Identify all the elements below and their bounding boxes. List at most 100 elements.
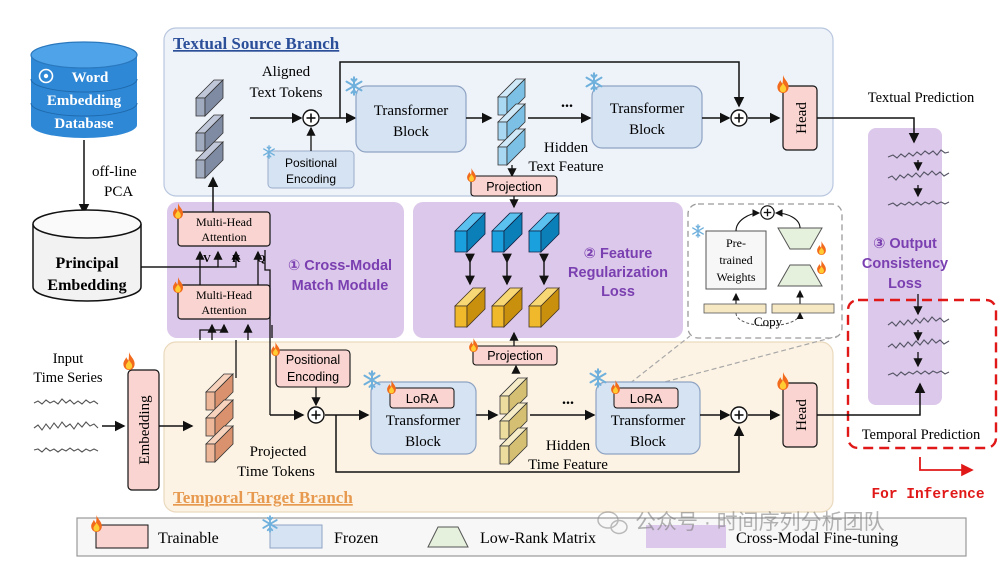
pca-label-1: off-line <box>92 164 137 180</box>
legend-frozen-label: Frozen <box>334 530 378 547</box>
textual-prediction-curves <box>887 149 950 207</box>
openai-icon <box>38 68 54 84</box>
textual-branch-title: Textual Source Branch <box>173 34 340 53</box>
aligned-tokens-line-2: Text Tokens <box>249 85 322 101</box>
regularization-double-arrows <box>465 253 549 286</box>
pretrained-line-1: Pre- <box>726 236 746 250</box>
temporal-prediction-label: Temporal Prediction <box>862 427 981 443</box>
hidden-time-line-2: Time Feature <box>528 457 608 473</box>
word-embedding-database <box>30 41 138 138</box>
database-line-2: Embedding <box>47 93 122 109</box>
pretrained-line-3: Weights <box>716 270 755 284</box>
regularization-yellow-features <box>454 287 560 328</box>
text-transformer-block-2 <box>591 85 703 149</box>
cross-modal-label-1: ① Cross-Modal <box>288 258 392 274</box>
time-tb1-line-1: Transformer <box>386 413 460 429</box>
legend-cross-modal-label: Cross-Modal Fine-tuning <box>736 530 898 547</box>
legend-trainable-swatch <box>95 524 149 549</box>
lora-badge-2 <box>613 387 679 409</box>
embedding-flame-icon <box>123 352 135 370</box>
embedding-label: Embedding <box>137 395 153 465</box>
time-pos-enc-line-2: Encoding <box>287 370 339 384</box>
for-inference-label: For Inference <box>871 487 984 503</box>
projection-top-label: Projection <box>486 180 542 194</box>
low-rank-down-trapezoid <box>777 264 823 287</box>
text-transformer-block-1 <box>355 85 467 153</box>
mha-top-block <box>177 211 271 247</box>
projected-time-tokens <box>205 373 234 463</box>
temporal-prediction-curves <box>887 316 950 377</box>
principal-line-2: Embedding <box>47 277 126 294</box>
text-add-1-icon <box>302 109 320 127</box>
pretrained-weights-box <box>705 230 767 290</box>
lora-2-label: LoRA <box>630 391 663 406</box>
embedding-block <box>127 369 160 491</box>
text-tb2-line-1: Transformer <box>610 101 684 117</box>
database-line-1: Word <box>72 70 109 86</box>
aligned-tokens-line-1: Aligned <box>262 64 311 80</box>
hidden-text-line-1: Hidden <box>544 140 589 156</box>
time-head-label: Head <box>794 399 810 431</box>
k-label: K <box>232 253 241 265</box>
pretrained-line-2: trained <box>719 253 752 267</box>
feature-reg-label-1: ② Feature <box>584 246 653 262</box>
output-consistency-line-1: ③ Output <box>873 236 937 252</box>
text-tb1-line-1: Transformer <box>374 103 448 119</box>
time-pos-enc-line-1: Positional <box>286 353 340 367</box>
legend-low-rank-label: Low-Rank Matrix <box>480 530 596 547</box>
copy-label: Copy <box>754 314 783 329</box>
database-line-3: Database <box>54 116 114 132</box>
time-tb1-line-2: Block <box>405 434 441 450</box>
inference-dashed-box <box>846 298 998 450</box>
lora-input-bar-left <box>703 303 767 314</box>
cross-modal-label-2: Match Module <box>292 278 389 294</box>
text-head-label: Head <box>794 102 810 134</box>
aligned-text-tokens <box>195 79 224 179</box>
time-positional-encoding <box>275 349 351 388</box>
legend-box <box>76 517 967 557</box>
legend-low-rank-swatch <box>427 526 469 548</box>
temporal-branch-panel <box>163 341 834 513</box>
mha-bottom-line-1: Multi-Head <box>196 288 252 302</box>
principal-line-1: Principal <box>55 255 119 272</box>
hidden-text-line-2: Text Feature <box>528 159 604 175</box>
time-tb2-line-1: Transformer <box>611 413 685 429</box>
mha-bottom-line-2: Attention <box>201 303 246 317</box>
mha-top-line-1: Multi-Head <box>196 215 252 229</box>
mha-top-line-2: Attention <box>201 230 246 244</box>
legend-cross-modal-swatch <box>646 525 726 548</box>
regularization-blue-features <box>454 212 560 253</box>
text-tb2-line-2: Block <box>629 122 665 138</box>
feature-reg-label-3: Loss <box>601 284 635 300</box>
lora-badge-1 <box>389 387 455 409</box>
pca-label-2: PCA <box>104 184 133 200</box>
time-ellipsis: ... <box>562 391 574 408</box>
time-tb2-line-2: Block <box>630 434 666 450</box>
lora-add-icon <box>760 205 775 220</box>
projection-bottom-label: Projection <box>487 349 543 363</box>
watermark-text: 公众号 · 时间序列分析团队 <box>635 511 885 534</box>
hidden-time-line-1: Hidden <box>546 438 591 454</box>
input-time-series-curves <box>33 398 99 453</box>
output-consistency-line-3: Loss <box>888 276 922 292</box>
v-label: V <box>203 253 211 265</box>
legend-frozen-swatch <box>269 524 323 549</box>
legend-trainable-label: Trainable <box>158 530 219 547</box>
text-tb1-line-2: Block <box>393 124 429 140</box>
output-consistency-panel <box>868 128 942 405</box>
projection-bottom-flame-icon <box>469 338 478 352</box>
principal-embedding-cylinder <box>32 209 142 302</box>
temporal-branch-title: Temporal Target Branch <box>173 488 353 507</box>
output-consistency-line-2: Consistency <box>862 256 948 272</box>
textual-prediction-label: Textual Prediction <box>868 90 975 106</box>
lora-1-label: LoRA <box>406 391 439 406</box>
time-add-2-icon <box>730 406 748 424</box>
text-ellipsis: ... <box>561 94 573 111</box>
hidden-text-feature <box>497 78 526 166</box>
text-pos-enc-line-2: Encoding <box>286 172 336 186</box>
text-add-2-icon <box>730 109 748 127</box>
time-add-1-icon <box>307 406 325 424</box>
input-label-1: Input <box>53 351 84 367</box>
wechat-icon <box>597 511 628 535</box>
